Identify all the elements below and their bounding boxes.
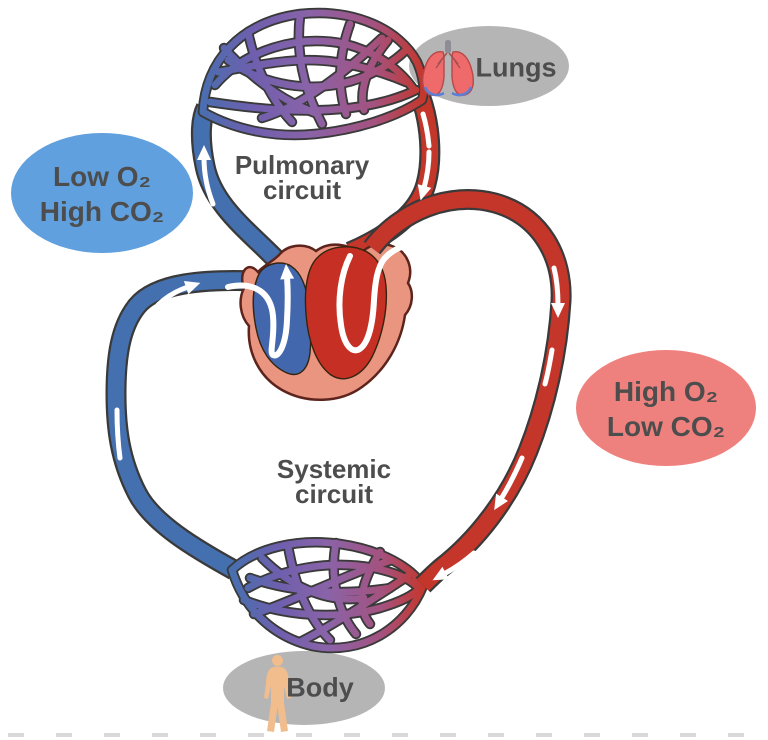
pulmonary-artery-flow-arrow (197, 145, 216, 207)
pulmonary-artery-flow-dash (208, 219, 235, 253)
vein-flow-dash (114, 407, 123, 461)
lungs-label: Lungs (475, 52, 557, 83)
right-heart-flow-arrow (225, 264, 295, 359)
arterial-blood-badge (576, 350, 756, 466)
vein-flow-arrow-upper (143, 280, 201, 323)
body-label: Body (286, 672, 354, 703)
arterial-blood-label: High O₂ Low CO₂ (607, 374, 725, 444)
body-icon-head (272, 655, 283, 666)
arterial-blood-line1: High O₂ (613, 376, 719, 407)
pulmonary-circuit-line1: Pulmonary (234, 150, 370, 180)
pulmonary-vein-flow-dash (420, 111, 432, 149)
aorta-flow-arrow-upper (550, 265, 565, 318)
left-heart-flow-arrow (336, 239, 417, 354)
vein-flow-arrow-lower (127, 508, 165, 551)
body-badge (223, 651, 385, 725)
venous-blood-label: Low O₂ High CO₂ (40, 159, 164, 229)
heart (239, 242, 414, 401)
systemic-circuit-label: Systemic circuit (276, 454, 392, 509)
lung-capillary-network (203, 13, 424, 135)
aorta-flow-arrow-into-mesh (432, 550, 477, 581)
heart-right-chamber (252, 262, 312, 376)
body-icon (264, 655, 291, 732)
aorta-flow-arrow-lower (494, 455, 525, 511)
pulmonary-circuit-line2: circuit (262, 175, 342, 205)
body-icon-torso (264, 666, 291, 732)
lung-base-rim (423, 86, 473, 97)
bronchi (435, 52, 461, 69)
flow-arrows (114, 111, 565, 581)
pulmonary-circuit-label: Pulmonary circuit (234, 150, 370, 205)
aorta-flow-dash (542, 347, 555, 387)
arterial-blood-line2: Low CO₂ (606, 411, 726, 442)
venous-blood-line1: Low O₂ (53, 161, 151, 192)
body-capillary-network (232, 542, 423, 648)
systemic-circuit-line2: circuit (294, 479, 374, 509)
venous-blood-badge (11, 133, 193, 253)
venous-blood-line2: High CO₂ (39, 196, 165, 227)
trachea (445, 40, 451, 53)
pulmonary-vein-flow-arrow (417, 149, 432, 201)
lungs-icon (422, 40, 474, 97)
systemic-circuit-line1: Systemic (276, 454, 392, 484)
